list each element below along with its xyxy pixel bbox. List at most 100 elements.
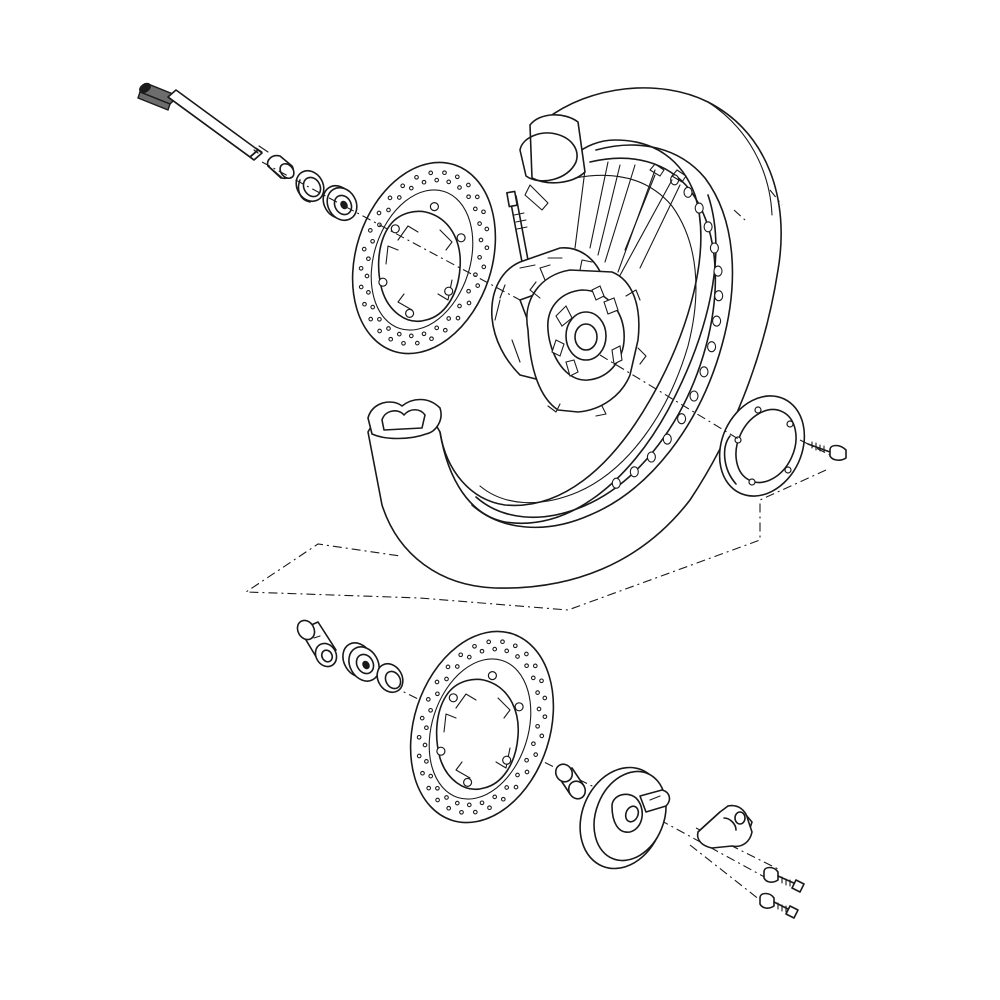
disc-drill-hole <box>446 316 452 321</box>
disc-drill-hole <box>446 805 452 811</box>
rim-hole <box>629 466 639 478</box>
disc-drill-hole <box>429 336 434 342</box>
disc-bolt-hole <box>378 277 388 287</box>
disc-drill-hole <box>459 809 464 815</box>
disc-drill-hole <box>421 331 427 337</box>
disc-drill-hole <box>428 773 434 779</box>
disc-drill-hole <box>426 785 432 791</box>
screw-icon <box>759 866 805 919</box>
disc-drill-hole <box>377 328 382 334</box>
disc-drill-hole <box>466 288 471 294</box>
disc-drill-hole <box>367 228 373 233</box>
disc-drill-hole <box>376 210 382 216</box>
disc-drill-hole <box>408 185 414 191</box>
disc-drill-hole <box>524 663 529 669</box>
disc-bolt-hole <box>502 755 512 765</box>
disc-drill-hole <box>454 800 460 806</box>
disc-bolt-hole <box>405 308 415 318</box>
disc-drill-hole <box>515 654 520 659</box>
disc-drill-hole <box>477 221 482 226</box>
disc-bolt-hole <box>448 693 458 703</box>
disc-drill-hole <box>472 643 477 649</box>
disc-drill-hole <box>414 340 420 346</box>
disc-drill-hole <box>535 723 540 729</box>
spoked-rim-icon <box>471 144 734 529</box>
disc-drill-hole <box>442 170 447 176</box>
disc-drill-hole <box>428 707 433 713</box>
disc-drill-hole <box>416 734 422 740</box>
disc-drill-hole <box>455 315 461 321</box>
disc-drill-hole <box>454 174 460 180</box>
disc-drill-hole <box>512 643 518 649</box>
disc-drill-hole <box>532 663 538 669</box>
disc-drill-hole <box>444 795 449 800</box>
disc-drill-hole <box>425 697 431 702</box>
disc-drill-hole <box>466 194 471 200</box>
disc-drill-hole <box>362 301 367 307</box>
disc-drill-hole <box>420 770 425 776</box>
oil-seal-icon <box>376 662 404 694</box>
disc-drill-hole <box>434 177 440 183</box>
disc-drill-hole <box>466 654 472 660</box>
rim-hole <box>662 433 672 445</box>
disc-drill-hole <box>539 733 545 739</box>
valve-stem-icon <box>506 190 529 263</box>
disc-drill-hole <box>457 185 462 190</box>
rim-hole <box>694 202 704 214</box>
wheel-hub-icon <box>491 247 647 417</box>
disc-bolt-hole <box>429 202 439 212</box>
disc-drill-hole <box>533 752 539 757</box>
rim-hole <box>714 290 724 302</box>
disc-drill-hole <box>474 194 480 200</box>
disc-drill-hole <box>479 648 485 654</box>
disc-drill-hole <box>535 690 540 695</box>
disc-drill-hole <box>396 331 402 337</box>
disc-drill-hole <box>387 195 393 201</box>
disc-drill-hole <box>419 715 425 721</box>
disc-bolt-hole <box>436 746 446 756</box>
tire-icon <box>367 87 783 589</box>
disc-drill-hole <box>364 273 370 279</box>
disc-drill-hole <box>435 797 440 803</box>
disc-drill-hole <box>424 725 429 731</box>
disc-drill-hole <box>524 651 529 657</box>
axle-shaft-icon <box>137 82 269 161</box>
disc-drill-hole <box>434 325 440 331</box>
disc-drill-hole <box>422 742 428 748</box>
disc-drill-hole <box>388 336 394 342</box>
disc-drill-hole <box>542 695 548 701</box>
disc-drill-hole <box>542 714 548 720</box>
rim-hole <box>683 186 693 198</box>
disc-drill-hole <box>536 706 542 712</box>
screw-icon <box>807 441 847 461</box>
disc-drill-hole <box>531 741 536 747</box>
disc-drill-hole <box>504 648 510 654</box>
disc-drill-hole <box>530 675 536 681</box>
disc-drill-hole <box>421 179 427 185</box>
rim-hole <box>713 265 723 277</box>
ball-bearing-icon <box>322 184 358 222</box>
disc-drill-hole <box>466 802 472 808</box>
disc-drill-hole <box>442 327 448 333</box>
disc-drill-hole <box>368 316 374 322</box>
disc-drill-hole <box>408 333 414 339</box>
disc-drill-hole <box>478 237 484 243</box>
disc-drill-hole <box>361 246 367 252</box>
disc-drill-hole <box>486 639 492 645</box>
disc-drill-hole <box>487 805 492 811</box>
disc-drill-hole <box>472 206 478 212</box>
disc-drill-hole <box>457 303 462 309</box>
rim-hole <box>712 315 722 327</box>
disc-bolt-hole <box>444 286 454 296</box>
disc-drill-hole <box>484 226 490 232</box>
disc-drill-hole <box>370 304 376 310</box>
disc-drill-hole <box>492 794 498 800</box>
disc-drill-hole <box>414 174 419 180</box>
rim-hole <box>677 413 687 425</box>
disc-drill-hole <box>401 340 406 346</box>
disc-drill-hole <box>434 679 440 685</box>
disc-drill-hole <box>472 809 478 815</box>
disc-drill-hole <box>445 664 451 670</box>
